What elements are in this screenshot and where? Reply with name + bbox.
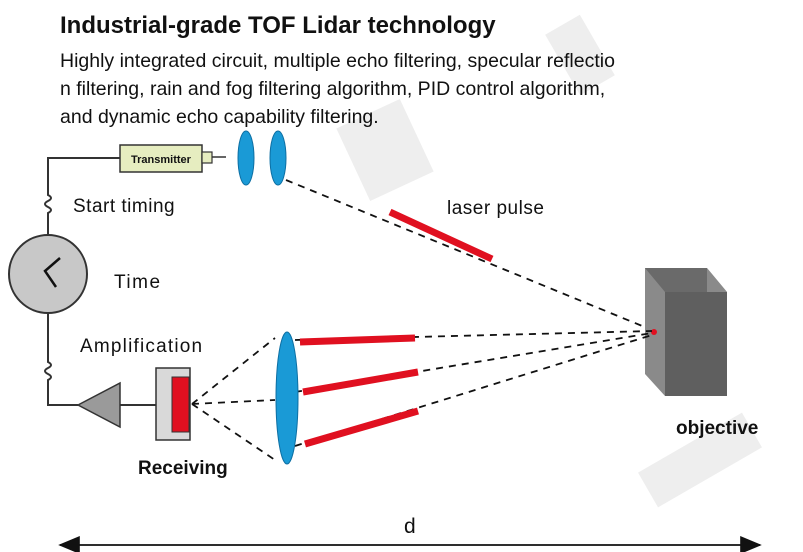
return-pulse-segment <box>299 334 416 346</box>
laser-pulse-label: laser pulse <box>447 198 545 219</box>
description-line: Highly integrated circuit, multiple echo… <box>60 50 615 72</box>
return-pulse-segment <box>304 407 419 448</box>
amplifier-icon <box>76 381 121 429</box>
objective-label: objective <box>676 418 759 439</box>
time-label: Time <box>114 272 162 293</box>
description-line: and dynamic echo capability filtering. <box>60 106 379 128</box>
watermark <box>336 14 762 508</box>
distance-label: d <box>404 515 417 538</box>
circuit-wire <box>44 157 120 406</box>
return-pulse-segment <box>302 368 419 396</box>
target-object <box>645 268 727 396</box>
receiving-lens <box>275 331 299 465</box>
transmitter-label: Transmitter <box>131 154 192 166</box>
amplification-label: Amplification <box>80 336 204 357</box>
emitter-lens <box>269 130 287 186</box>
return-beams <box>191 330 653 461</box>
receiving-label: Receiving <box>138 458 228 479</box>
start-timing-label: Start timing <box>73 196 176 217</box>
description: Highly integrated circuit, multiple echo… <box>60 47 760 131</box>
description-line: n filtering, rain and fog filtering algo… <box>60 78 606 100</box>
outgoing-beam <box>285 179 653 331</box>
laser-pulse-segment <box>388 208 494 263</box>
receiver <box>120 367 191 441</box>
transmitter: Transmitter <box>119 144 226 173</box>
emitter-lens <box>237 130 255 186</box>
diagram-title: Industrial-grade TOF Lidar technology <box>60 12 496 39</box>
clock-icon <box>8 234 88 314</box>
